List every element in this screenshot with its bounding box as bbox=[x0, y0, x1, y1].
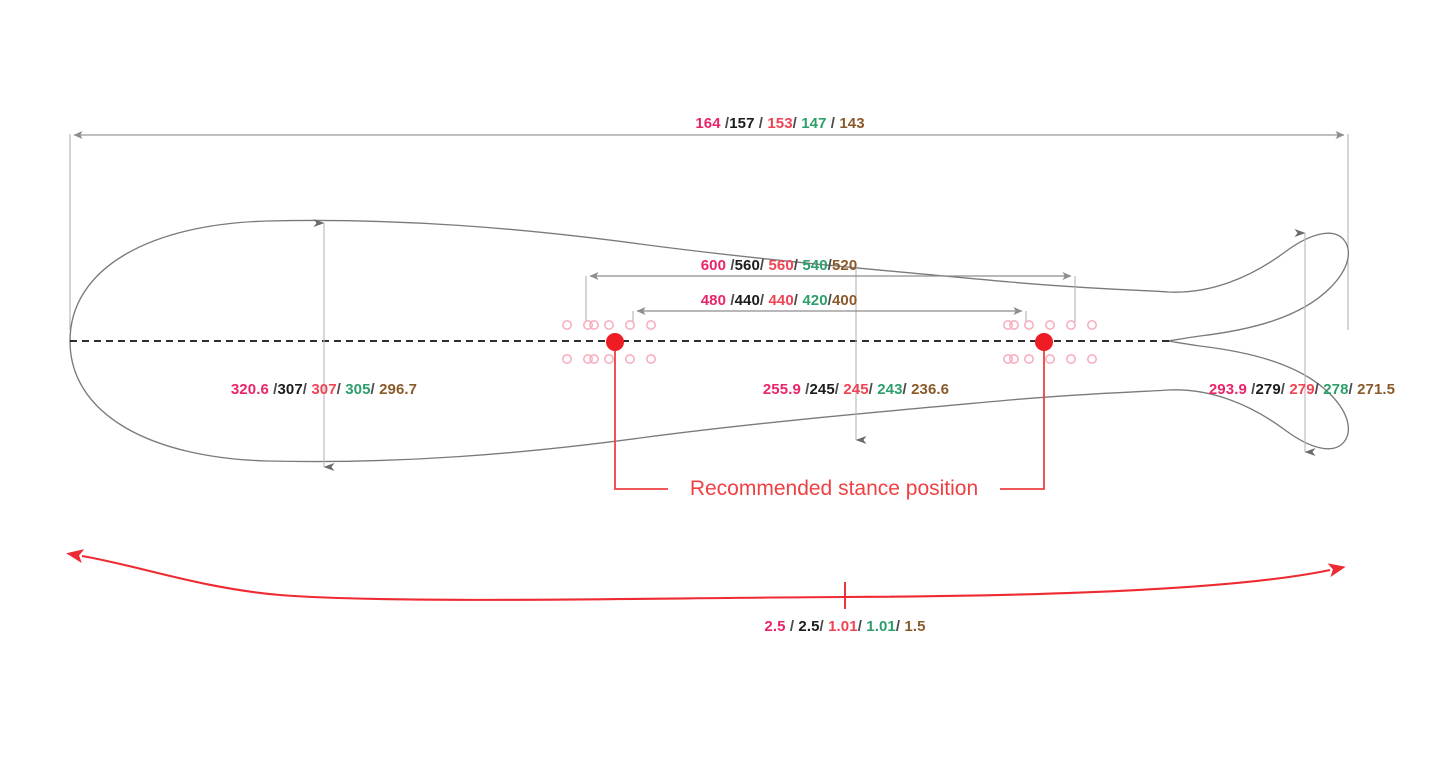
min-stance-width-label: 480 /440/ 440/ 420/400 bbox=[700, 292, 858, 309]
stance-dot-rear bbox=[1035, 333, 1053, 351]
min-stance-width-dimension bbox=[632, 307, 1027, 322]
stance-caption-text: Recommended stance position bbox=[689, 477, 979, 500]
waist-width-v3: 245 bbox=[843, 381, 869, 398]
tail-width-v3: 279 bbox=[1289, 381, 1315, 398]
max-stance-v3: 560 bbox=[768, 257, 794, 274]
nose-width-v2: 307 bbox=[277, 381, 303, 398]
min-stance-v1: 480 bbox=[700, 292, 727, 309]
overall-length-label: 164 /157 / 153/ 147 / 143 bbox=[695, 115, 865, 132]
tail-width-v1: 293.9 bbox=[1208, 381, 1247, 398]
tail-width-v4: 278 bbox=[1323, 381, 1349, 398]
max-stance-v2: 560 bbox=[734, 257, 760, 274]
nose-width-label: 320.6 /307/ 307/ 305/ 296.7 bbox=[230, 381, 418, 398]
max-stance-width-label: 600 /560/ 560/ 540/520 bbox=[700, 257, 858, 274]
max-stance-v4: 540 bbox=[802, 257, 828, 274]
waist-width-v2: 245 bbox=[809, 381, 835, 398]
camber-v3: 1.01 bbox=[828, 618, 858, 635]
waist-width-v5: 236.6 bbox=[911, 381, 950, 398]
overall-length-v5: 143 bbox=[839, 115, 865, 132]
overall-length-dimension bbox=[69, 131, 1349, 330]
stance-dot-front bbox=[606, 333, 624, 351]
camber-v2: 2.5 bbox=[798, 618, 820, 635]
insert-pattern-rear bbox=[1002, 319, 1098, 364]
tail-width-v2: 279 bbox=[1255, 381, 1281, 398]
min-stance-v5: 400 bbox=[831, 292, 858, 309]
waist-width-label: 255.9 /245/ 245/ 243/ 236.6 bbox=[762, 381, 950, 398]
min-stance-v3: 440 bbox=[768, 292, 794, 309]
waist-width-v1: 255.9 bbox=[762, 381, 801, 398]
camber-profile-line bbox=[66, 549, 1346, 609]
stance-callout-leaders bbox=[614, 344, 1045, 490]
tail-width-label: 293.9 /279/ 279/ 278/ 271.5 bbox=[1208, 381, 1396, 398]
min-stance-v4: 420 bbox=[802, 292, 828, 309]
max-stance-v5: 520 bbox=[831, 257, 858, 274]
camber-v4: 1.01 bbox=[866, 618, 896, 635]
min-stance-v2: 440 bbox=[734, 292, 760, 309]
camber-v5: 1.5 bbox=[904, 618, 926, 635]
stance-position-markers bbox=[606, 333, 1053, 351]
nose-width-v5: 296.7 bbox=[379, 381, 418, 398]
overall-length-v3: 153 bbox=[767, 115, 793, 132]
overall-length-v1: 164 bbox=[695, 115, 721, 132]
nose-width-v1: 320.6 bbox=[230, 381, 269, 398]
overall-length-v4: 147 bbox=[801, 115, 827, 132]
camber-height-label: 2.5 / 2.5/ 1.01/ 1.01/ 1.5 bbox=[764, 618, 926, 635]
insert-pattern-front bbox=[561, 319, 656, 364]
waist-width-v4: 243 bbox=[877, 381, 903, 398]
camber-v1: 2.5 bbox=[764, 618, 786, 635]
nose-width-v3: 307 bbox=[311, 381, 337, 398]
max-stance-width-dimension bbox=[585, 272, 1076, 322]
max-stance-v1: 600 bbox=[700, 257, 727, 274]
tail-width-v5: 271.5 bbox=[1357, 381, 1396, 398]
overall-length-v2: 157 bbox=[729, 115, 755, 132]
nose-width-v4: 305 bbox=[345, 381, 371, 398]
